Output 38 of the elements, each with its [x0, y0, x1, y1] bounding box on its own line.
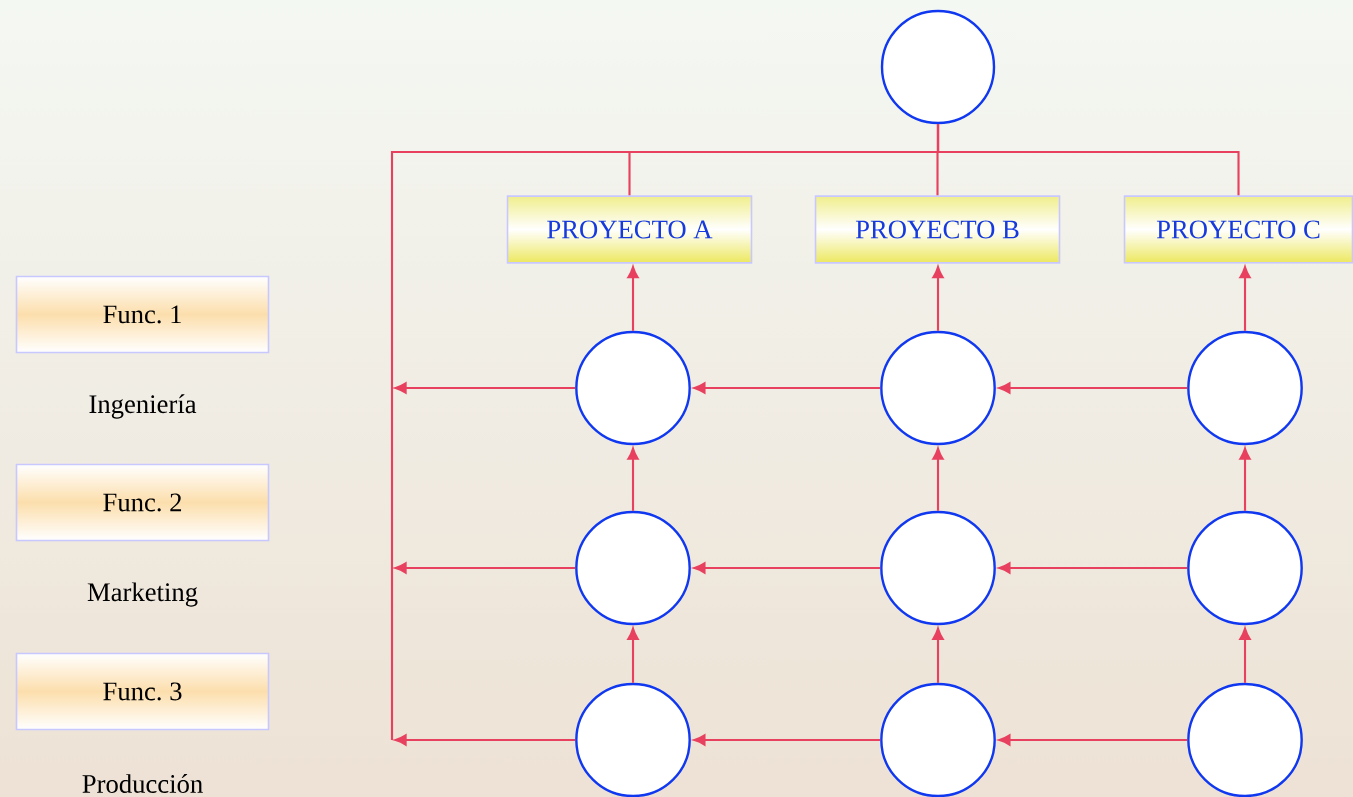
function-label: Producción	[82, 774, 203, 793]
function-box: Func. 3	[15, 652, 270, 731]
arrow	[932, 627, 944, 683]
function-label: Marketing	[87, 582, 198, 607]
arrow	[394, 562, 576, 574]
circle	[575, 682, 691, 797]
arrow	[1239, 447, 1251, 511]
circle	[575, 330, 691, 446]
arrow	[998, 562, 1188, 574]
circle	[880, 330, 996, 446]
arrow	[1239, 266, 1251, 331]
circle	[1187, 510, 1303, 626]
arrow	[1239, 627, 1251, 683]
circle	[1187, 682, 1303, 797]
function-label: Ingeniería	[89, 394, 197, 419]
arrow	[932, 447, 944, 511]
project-box: PROYECTO B	[814, 195, 1061, 264]
circle	[575, 510, 691, 626]
circle	[880, 9, 996, 125]
project-box: PROYECTO A	[506, 195, 753, 264]
arrow	[693, 562, 881, 574]
circle	[1187, 330, 1303, 446]
arrow	[932, 266, 944, 331]
arrow	[394, 382, 576, 394]
arrow	[627, 266, 639, 331]
arrow	[627, 627, 639, 683]
circle	[880, 510, 996, 626]
arrow	[627, 447, 639, 511]
arrow	[693, 734, 881, 746]
function-box: Func. 1	[15, 275, 270, 354]
function-box: Func. 2	[15, 463, 270, 542]
arrow	[693, 382, 881, 394]
arrow	[394, 734, 576, 746]
project-box: PROYECTO C	[1123, 195, 1353, 264]
arrow	[998, 382, 1188, 394]
arrow	[998, 734, 1188, 746]
connector-line	[390, 124, 940, 740]
circle	[880, 682, 996, 797]
